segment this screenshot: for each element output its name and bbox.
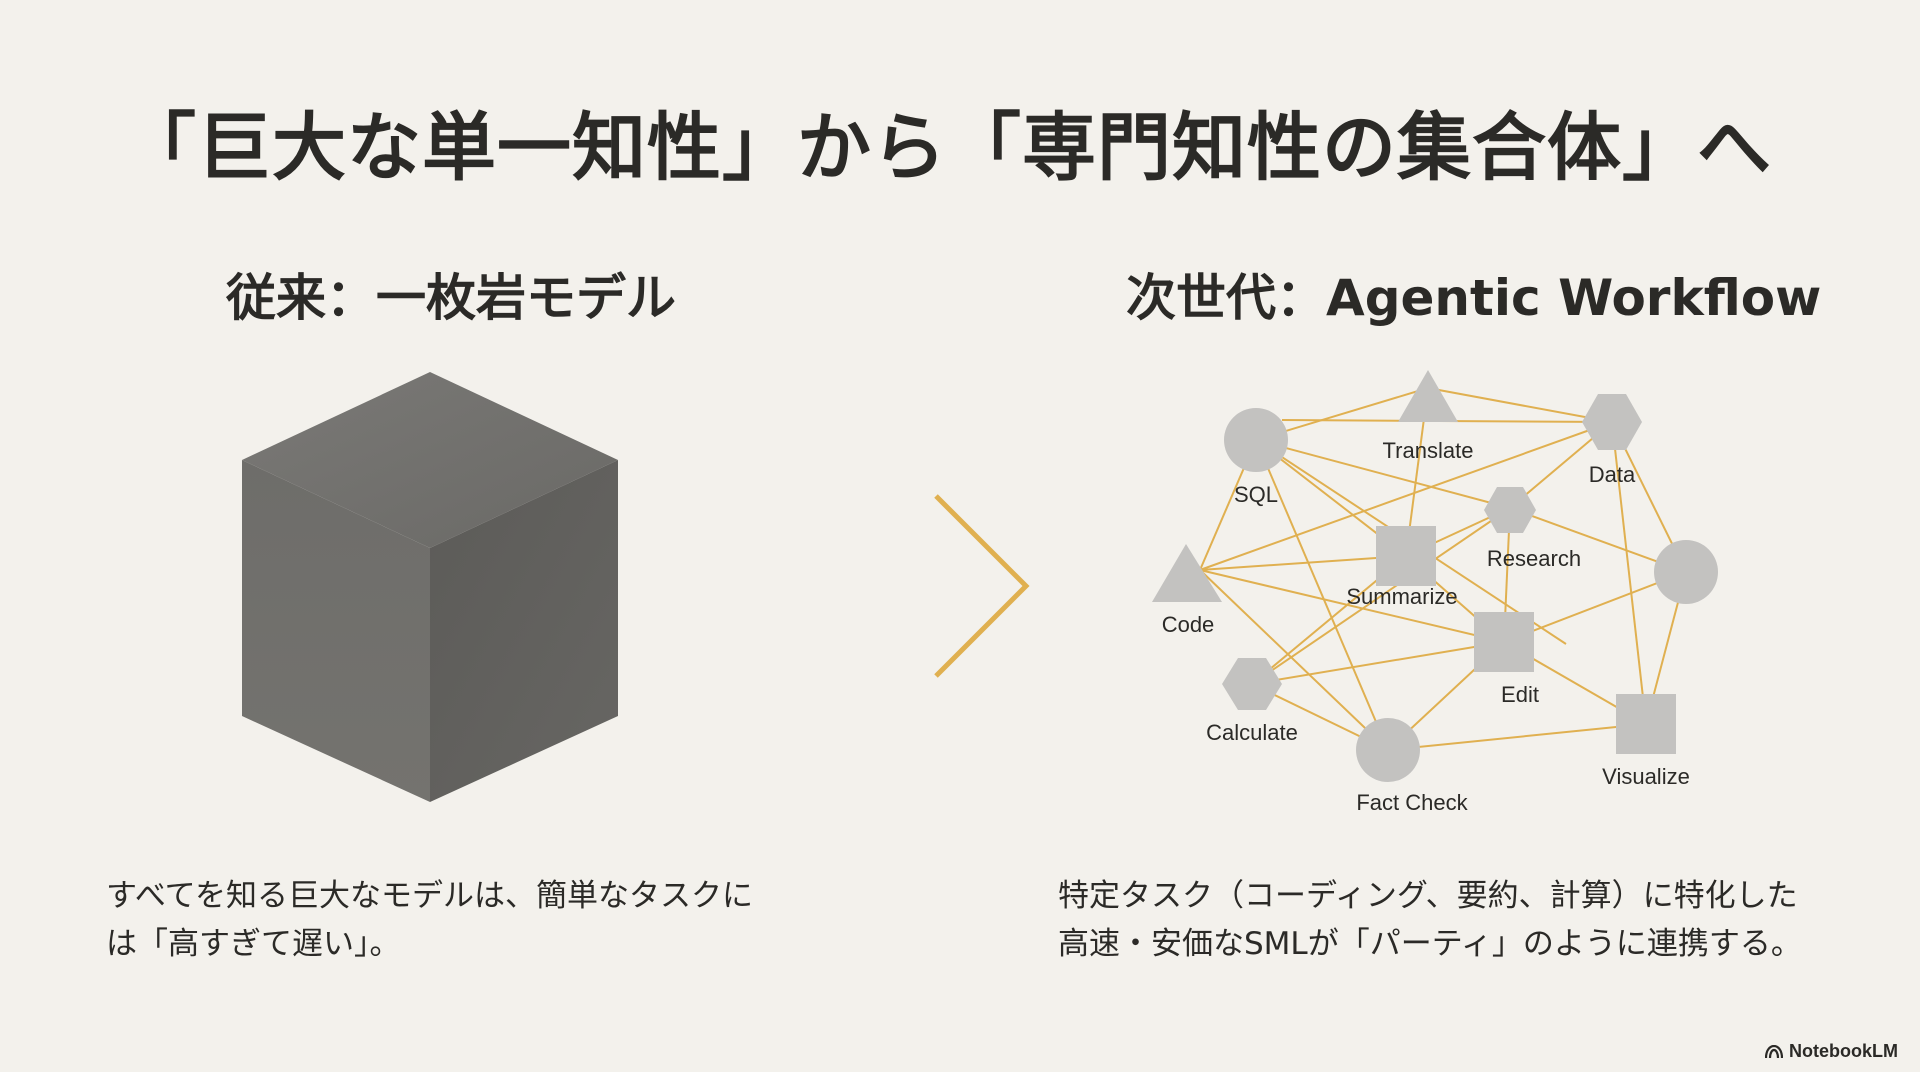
- sql-node: [1224, 408, 1288, 472]
- edge: [1199, 569, 1389, 751]
- code-label: Code: [1162, 612, 1215, 637]
- monolith-description: すべてを知る巨大なモデルは、簡単なタスクに は「高すぎて遅い」。: [106, 872, 786, 968]
- page-title: 「巨大な単一知性」から「専門知性の集合体」へ: [122, 105, 1772, 191]
- code-node: [1152, 544, 1222, 602]
- summarize-node: [1376, 526, 1436, 586]
- edge: [1255, 439, 1389, 751]
- agent-network: SQL Translate Data Research Summarize Co…: [1140, 360, 1740, 830]
- sql-label: SQL: [1234, 482, 1278, 507]
- network-labels: SQL Translate Data Research Summarize Co…: [1162, 438, 1690, 815]
- brand-name: NotebookLM: [1789, 1041, 1898, 1061]
- edge: [1387, 723, 1647, 751]
- data-label: Data: [1589, 462, 1636, 487]
- brand-badge: NotebookLM: [1765, 1041, 1898, 1062]
- monolith-description-line1: すべてを知る巨大なモデルは、簡単なタスクに: [106, 878, 753, 914]
- calculate-label: Calculate: [1206, 720, 1298, 745]
- monolith-heading: 従来：一枚岩モデル: [226, 269, 676, 327]
- visualize-node: [1616, 694, 1676, 754]
- arrow-head: [934, 494, 1030, 678]
- monolith-cube: [230, 360, 630, 810]
- edge: [1251, 507, 1511, 685]
- transition-arrow: [760, 480, 1060, 680]
- translate-label: Translate: [1383, 438, 1474, 463]
- edge: [1503, 571, 1687, 643]
- edge: [1255, 439, 1511, 509]
- agentic-description-line1: 特定タスク（コーディング、要約、計算）に特化した: [1058, 878, 1798, 914]
- visualize-label: Visualize: [1602, 764, 1690, 789]
- unlabeled-node: [1654, 540, 1718, 604]
- edge: [1199, 569, 1505, 643]
- monolith-description-line2: は「高すぎて遅い」。: [106, 926, 401, 962]
- summarize-label: Summarize: [1346, 584, 1457, 609]
- data-node: [1582, 394, 1642, 450]
- edge: [1199, 555, 1407, 571]
- calculate-node: [1222, 658, 1282, 710]
- edit-label: Edit: [1501, 682, 1539, 707]
- agentic-heading: 次世代：Agentic Workflow: [1126, 269, 1822, 327]
- cube-left-face: [242, 460, 430, 802]
- research-node: [1484, 487, 1536, 533]
- edit-node: [1474, 612, 1534, 672]
- fact-check-node: [1356, 718, 1420, 782]
- notebooklm-logo-icon: [1765, 1044, 1784, 1058]
- agentic-description-line2: 高速・安価なSMLが「パーティ」のように連携する。: [1058, 926, 1802, 962]
- edge: [1427, 387, 1613, 423]
- translate-node: [1398, 370, 1458, 422]
- edge: [1251, 641, 1505, 685]
- edge: [1199, 421, 1613, 571]
- agentic-description: 特定タスク（コーディング、要約、計算）に特化した 高速・安価なSMLが「パーティ…: [1058, 872, 1838, 968]
- fact-check-label: Fact Check: [1356, 790, 1468, 815]
- research-label: Research: [1487, 546, 1581, 571]
- cube-right-face: [430, 460, 618, 802]
- network-nodes: [1152, 370, 1718, 782]
- edge: [1611, 421, 1647, 725]
